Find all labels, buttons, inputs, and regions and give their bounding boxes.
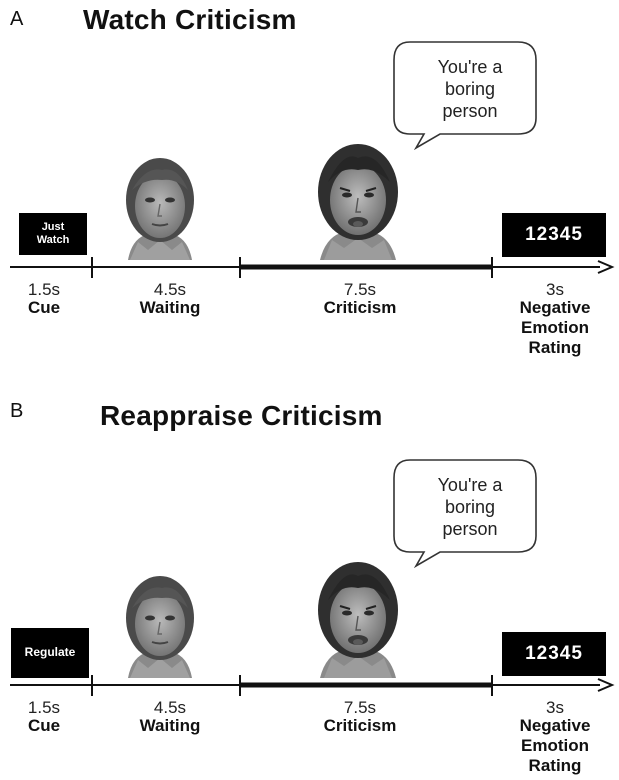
phase-duration: 4.5s <box>153 698 187 717</box>
cue-box: Regulate <box>11 628 89 678</box>
phase-label: Negative Emotion Rating <box>519 298 591 357</box>
rating-scale-box: 12345 <box>502 632 606 676</box>
phase-label: Criticism <box>323 298 397 317</box>
panel-title: Reappraise Criticism <box>100 400 383 431</box>
timeline <box>10 675 615 696</box>
phase-label: Negative Emotion Rating <box>519 716 591 775</box>
phase-duration: 3s <box>546 280 564 299</box>
panel-letter: B <box>10 400 24 422</box>
phase-duration: 7.5s <box>343 698 377 717</box>
phase-label: Waiting <box>139 298 201 317</box>
speech-text: You're a boring person <box>437 475 503 539</box>
speech-bubble-icon <box>393 459 537 568</box>
critical-face-photo-icon <box>318 144 398 260</box>
phase-duration: 1.5s <box>27 280 61 299</box>
neutral-face-photo-icon <box>126 158 194 260</box>
rating-scale-box: 12345 <box>502 213 606 257</box>
phase-duration: 1.5s <box>27 698 61 717</box>
panel-title: Watch Criticism <box>83 4 297 35</box>
speech-bubble-icon <box>393 41 537 150</box>
critical-face-photo-icon <box>318 562 398 678</box>
phase-duration: 3s <box>546 698 564 717</box>
panel-letter: A <box>10 8 24 30</box>
panel-reappraise-criticism: B Reappraise Criticism You're a boring p… <box>0 390 619 780</box>
neutral-face-photo-icon <box>126 576 194 678</box>
phase-label: Cue <box>27 716 61 735</box>
speech-text: You're a boring person <box>437 57 503 121</box>
phase-duration: 7.5s <box>343 280 377 299</box>
phase-label: Waiting <box>139 716 201 735</box>
phase-label: Criticism <box>323 716 397 735</box>
arrow-right-icon <box>597 260 615 274</box>
arrow-right-icon <box>597 678 615 692</box>
timeline <box>10 257 615 278</box>
panel-watch-criticism: A Watch Criticism You're a boring person <box>10 4 615 357</box>
phase-duration: 4.5s <box>153 280 187 299</box>
phase-label: Cue <box>27 298 61 317</box>
cue-box: Just Watch <box>19 213 87 255</box>
